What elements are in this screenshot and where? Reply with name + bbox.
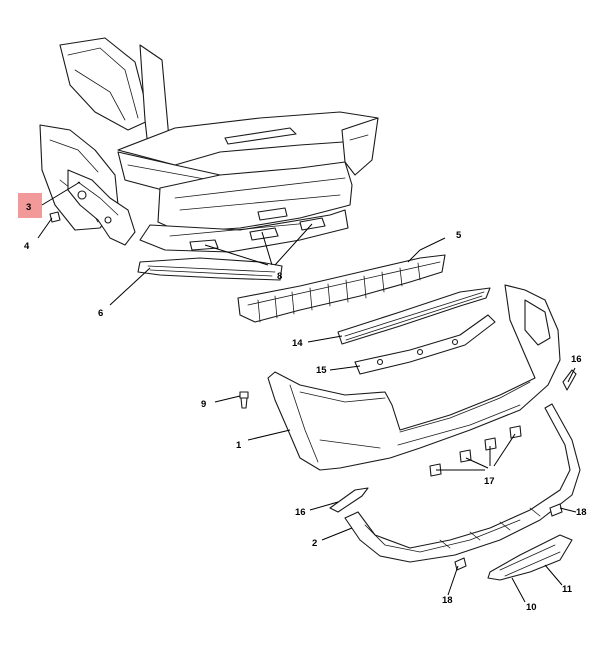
- callout-17: 17: [484, 476, 495, 487]
- callout-9: 9: [201, 399, 206, 410]
- part-5-energy-absorber: [237, 254, 446, 323]
- callout-11: 11: [562, 584, 573, 595]
- callout-16-right: 16: [571, 354, 582, 365]
- callout-15: 15: [316, 365, 327, 376]
- leader-lines: [37, 181, 577, 603]
- callout-2: 2: [312, 538, 317, 549]
- callout-3-highlight: [18, 193, 42, 218]
- callout-labels: 3 4 5 6 8 9 1 14 15 16 16 17 2 18 18 10 …: [24, 202, 587, 613]
- callout-5: 5: [456, 230, 462, 241]
- part-9-bolt: [239, 391, 249, 409]
- vehicle-body: [39, 37, 379, 253]
- callout-16-left: 16: [295, 507, 306, 518]
- callout-10: 10: [526, 602, 537, 613]
- part-10-skid-plate: [487, 534, 573, 581]
- callout-18-left: 18: [442, 595, 453, 606]
- callout-6: 6: [98, 308, 103, 319]
- callout-8: 8: [277, 271, 282, 282]
- part-14-trim-strip: [337, 287, 491, 345]
- part-8-brackets: [189, 217, 326, 251]
- callout-4: 4: [24, 241, 30, 252]
- callout-3: 3: [26, 202, 31, 213]
- callout-1: 1: [236, 440, 242, 451]
- part-15-rail: [354, 314, 496, 375]
- callout-14: 14: [292, 338, 303, 349]
- part-6-lower-strip: [137, 257, 283, 281]
- part-1-bumper-fascia: [267, 284, 561, 471]
- part-16-left-reflector: [329, 487, 369, 513]
- callout-18-right: 18: [576, 507, 587, 518]
- part-2-lower-valance: [344, 403, 581, 563]
